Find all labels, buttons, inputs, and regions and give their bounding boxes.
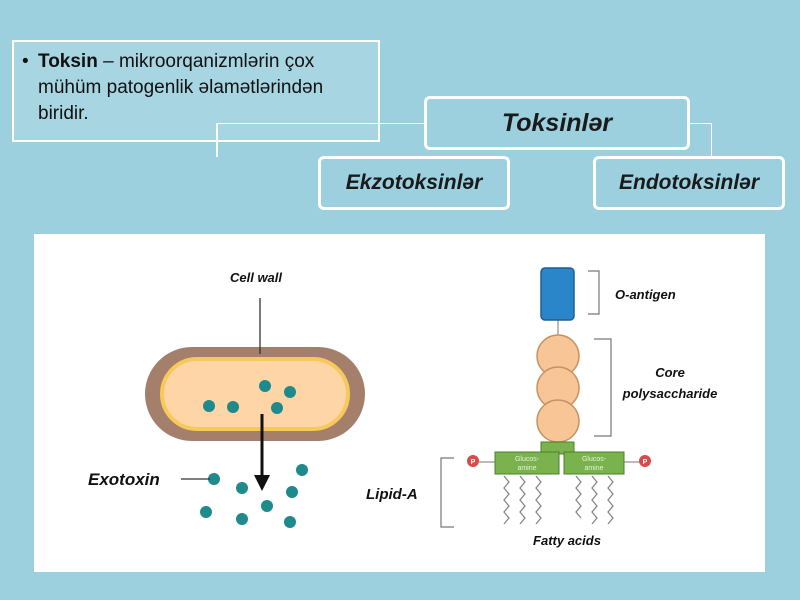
fatty-acid-chain [519,475,526,525]
fatty-acids-label: Fatty acids [533,533,601,548]
connector-left [216,123,426,157]
figure-panel: Cell wall Exotoxin [34,234,765,572]
glucosamine-left-label-2: amine [517,465,536,472]
toxins-node: Toksinlər [424,96,690,150]
fatty-acid-chain [503,475,510,525]
o-antigen-block [540,267,575,321]
fatty-acid-chain [575,475,582,519]
toxin-dot [284,386,296,398]
phosphate-right-icon [639,455,651,467]
fatty-acid-chain [535,475,542,525]
toxin-dot [236,513,248,525]
core-bracket [594,338,612,437]
definition-box: • Toksin – mikroorqanizmlərin çox mühüm p… [12,40,380,142]
toxin-dot [296,464,308,476]
definition-term: Toksin [38,51,98,72]
lipid-a-label: Lipid-A [366,486,418,503]
connector-left-down [216,123,218,157]
definition-text: • Toksin – mikroorqanizmlərin çox mühüm p… [22,49,373,127]
connector-right [688,123,712,157]
toxin-dot [286,486,298,498]
bullet-icon: • [22,51,29,72]
toxin-dot [200,506,212,518]
glucosamine-left-label-1: Glucos- [515,456,540,463]
toxin-dot [284,516,296,528]
toxin-dot [227,401,239,413]
cell-cytoplasm [160,357,350,431]
core-label-2: polysaccharide [622,386,718,401]
glucosamine-right [563,451,625,475]
toxin-dot [259,380,271,392]
toxin-dot [261,500,273,512]
exotoxin-label: Exotoxin [88,470,160,489]
fatty-acid-chains [503,475,614,525]
fatty-acid-chain [607,475,614,525]
exotoxins-node: Ekzotoksinlər [318,156,510,210]
o-antigen-bracket [588,270,600,315]
toxin-dot [208,473,220,485]
o-antigen-label: O-antigen [615,287,676,302]
phosphate-left-icon [467,455,479,467]
fatty-acid-chain [591,475,598,525]
phosphate-right-label: P [643,459,648,466]
toxin-dot [203,400,215,412]
glucosamine-right-label-1: Glucos- [582,456,607,463]
endotoxins-node: Endotoksinlər [593,156,785,210]
figure-svg: Cell wall Exotoxin [88,267,718,548]
core-label-1: Core [655,365,685,380]
lipid-a-bracket [440,457,454,528]
definition-body: – mikroorqanizmlərin çox mühüm patogenli… [38,51,324,124]
glucosamine-left [494,451,560,475]
core-sugar [536,399,580,443]
toxin-dot [271,402,283,414]
phosphate-left-label: P [471,459,476,466]
cell-wall-label: Cell wall [230,270,282,285]
arrow-head-icon [254,475,270,491]
toxin-dot [236,482,248,494]
glucosamine-right-label-2: amine [584,465,603,472]
